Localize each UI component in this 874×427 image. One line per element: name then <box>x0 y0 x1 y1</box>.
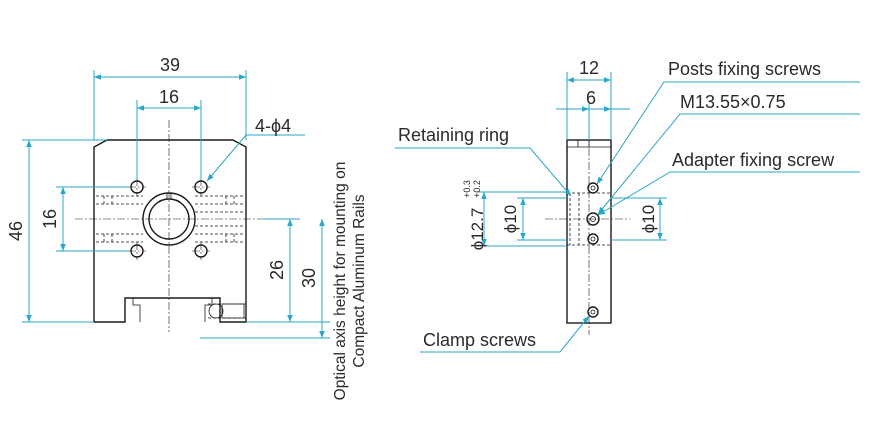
dim-phi12-7: ϕ12.7 <box>468 208 487 251</box>
dim-46: 46 <box>6 221 26 241</box>
tol-upper: +0.3 <box>462 180 472 198</box>
optical-axis-label-line2: Compact Aluminum Rails <box>351 194 368 367</box>
dim-phi10-right: ϕ10 <box>639 205 658 233</box>
side-screws <box>586 182 600 318</box>
hidden-bores <box>96 195 244 243</box>
side-view: 12 6 ϕ12.7 +0.3 +0.2 ϕ10 ϕ10 Posts fixin… <box>395 58 860 353</box>
front-body-outline <box>93 139 247 323</box>
mount-holes <box>128 178 210 260</box>
label-clamp-screws: Clamp screws <box>423 330 536 350</box>
leader-posts-fixing <box>596 81 860 185</box>
dim-26: 26 <box>267 260 287 280</box>
leader-adapter-fixing <box>597 171 860 216</box>
clamp-bore <box>208 303 246 319</box>
dim-16-top: 16 <box>159 87 179 107</box>
label-thread: M13.55×0.75 <box>680 92 786 112</box>
central-bore-outer <box>142 192 196 246</box>
optical-axis-label-line1: Optical axis height for mounting on <box>332 162 349 401</box>
central-bore-inner <box>148 198 190 240</box>
dim-6: 6 <box>586 88 596 108</box>
label-retaining-ring: Retaining ring <box>398 125 509 145</box>
leader-clamp-screws <box>420 315 590 353</box>
tol-lower: +0.2 <box>472 180 482 198</box>
leader-retaining-ring <box>395 147 572 197</box>
front-view: 39 16 4-ϕ4 46 16 26 30 Optical axis heig… <box>6 55 368 400</box>
clamp-screw-head-front <box>208 303 224 319</box>
dim-30: 30 <box>299 268 319 288</box>
dim-phi10-left: ϕ10 <box>501 205 520 233</box>
dim-39: 39 <box>160 55 180 75</box>
label-posts-fixing: Posts fixing screws <box>668 59 821 79</box>
dim-4-phi4: 4-ϕ4 <box>255 116 291 136</box>
dim-12: 12 <box>579 58 599 78</box>
label-adapter-fixing: Adapter fixing screw <box>672 150 835 170</box>
leader-thread <box>597 113 860 215</box>
clamp-screw-end <box>221 303 245 319</box>
base-notch <box>132 298 213 322</box>
dim-16-left: 16 <box>40 209 60 229</box>
